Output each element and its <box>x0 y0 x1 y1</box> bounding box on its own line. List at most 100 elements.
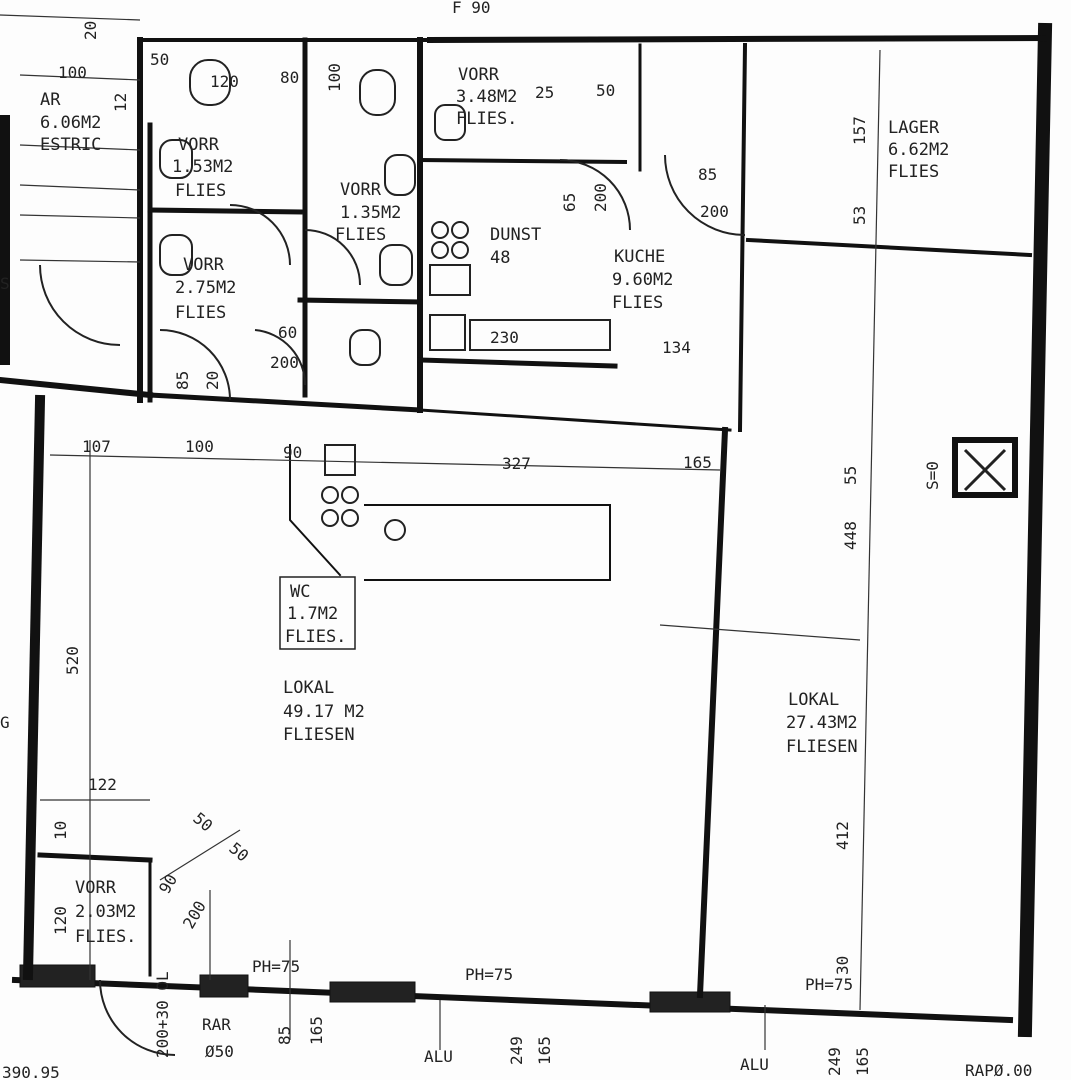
dim-20b: 20 <box>203 371 222 390</box>
room-vorr1-area: 3.48M2 <box>456 87 517 107</box>
toilet-4 <box>379 244 413 286</box>
dim-100b: 100 <box>325 63 344 92</box>
dim-20: 20 <box>81 21 100 40</box>
dim-50c: 50 <box>189 809 216 836</box>
kitchen-unit <box>429 314 466 351</box>
dim-412: 412 <box>833 821 852 850</box>
dim-10: 10 <box>51 821 70 840</box>
walls <box>0 22 1053 1038</box>
dim-25: 25 <box>535 83 554 102</box>
door-swing-wc <box>254 329 307 386</box>
sink-2 <box>349 329 381 366</box>
room-dunst-size: 48 <box>490 248 510 268</box>
toilet-6 <box>159 139 193 179</box>
room-kueche-name: KUCHE <box>614 247 665 267</box>
dim-200a: 200 <box>700 202 729 221</box>
stove <box>429 264 471 296</box>
burner-3 <box>431 241 449 259</box>
toilet-5 <box>159 234 193 276</box>
dim-165b: 165 <box>307 1016 326 1045</box>
room-wc-area: 1.7M2 <box>287 604 338 624</box>
dim-rap: RAPØ.00 <box>965 1061 1032 1080</box>
dim-520: 520 <box>63 646 82 675</box>
room-vorr4-name: VORR <box>183 255 225 275</box>
dim-157: 157 <box>850 116 869 145</box>
door-swing-vorr5 <box>99 979 176 1056</box>
dim-120: 120 <box>210 72 239 91</box>
room-vorr3-name: VORR <box>340 180 382 200</box>
dimension-lines <box>0 14 881 1050</box>
kitchen-counter <box>469 319 611 351</box>
facade-pier-1 <box>19 964 96 988</box>
burner-4 <box>451 241 469 259</box>
dim-249a: 249 <box>507 1036 526 1065</box>
dim-165a: 165 <box>683 453 712 472</box>
dim-ph75b: PH=75 <box>465 965 513 984</box>
burner-2 <box>451 221 469 239</box>
bar-sink-2 <box>341 486 359 504</box>
dim-alu1: ALU <box>424 1047 453 1066</box>
dim-107: 107 <box>82 437 111 456</box>
room-vorr4-floor: FLIES <box>175 303 226 323</box>
room-vorr2-floor: FLIES <box>175 181 226 201</box>
room-wc-floor: FLIES. <box>285 627 346 647</box>
wc-stall <box>324 444 356 476</box>
outer-wall-bottom <box>11 976 1014 1024</box>
dim-30: 30 <box>833 956 852 975</box>
facade-pier-4 <box>649 991 731 1013</box>
dim-448: 448 <box>841 521 860 550</box>
dim-left-g: G <box>0 713 10 732</box>
dim-ph75c: PH=75 <box>805 975 853 994</box>
bar-sink-5 <box>384 519 406 541</box>
room-lokal2-area: 27.43M2 <box>786 713 858 733</box>
dim-165c: 165 <box>535 1036 554 1065</box>
burner-1 <box>431 221 449 239</box>
toilet-3 <box>384 154 416 196</box>
dim-200-30: 200+30 OL <box>153 971 172 1058</box>
room-lokal1-name: LOKAL <box>283 678 334 698</box>
room-vorr5-floor: FLIES. <box>75 927 136 947</box>
room-vorr3-floor: FLIES <box>335 225 386 245</box>
room-kueche-floor: FLIES <box>612 293 663 313</box>
dim-122: 122 <box>88 775 117 794</box>
room-ar-name: AR <box>40 90 61 110</box>
room-lager-area: 6.62M2 <box>888 140 949 160</box>
room-lokal2-name: LOKAL <box>788 690 839 710</box>
door-swings <box>39 154 746 1056</box>
toilet-1 <box>189 59 231 106</box>
room-vorr3-area: 1.35M2 <box>340 203 401 223</box>
room-wc-name: WC <box>290 582 310 602</box>
room-vorr2-name: VORR <box>178 135 220 155</box>
dim-rar: RAR <box>202 1015 231 1034</box>
dim-327: 327 <box>502 454 531 473</box>
sink-1 <box>434 104 466 141</box>
room-ar-floor: ESTRIC <box>40 135 101 155</box>
dim-120b: 120 <box>51 906 70 935</box>
dim-left-s: S <box>0 274 10 293</box>
dim-050: Ø50 <box>205 1042 234 1061</box>
bar-sink-3 <box>321 509 339 527</box>
room-vorr1-floor: FLIES. <box>456 109 517 129</box>
room-dunst-name: DUNST <box>490 225 541 245</box>
outer-wall-left <box>22 394 46 981</box>
dim-55: 55 <box>841 466 860 485</box>
door-swing-lager <box>559 159 631 231</box>
room-vorr5-name: VORR <box>75 878 117 898</box>
dim-50a: 50 <box>150 50 169 69</box>
dim-ph75a: PH=75 <box>252 957 300 976</box>
dim-85a: 85 <box>698 165 717 184</box>
dim-65: 65 <box>560 193 579 212</box>
dim-80: 80 <box>280 68 299 87</box>
column-block <box>952 437 1018 498</box>
toilet-2 <box>359 69 396 116</box>
dim-85b: 85 <box>173 371 192 390</box>
dim-50d: 50 <box>225 839 252 866</box>
dim-90b: 90 <box>155 871 181 897</box>
dim-50b: 50 <box>596 81 615 100</box>
dim-134: 134 <box>662 338 691 357</box>
dim-165d: 165 <box>853 1047 872 1076</box>
wc-label-box <box>279 576 356 650</box>
door-swing-kueche <box>664 154 746 236</box>
dim-f90: F 90 <box>452 0 491 17</box>
